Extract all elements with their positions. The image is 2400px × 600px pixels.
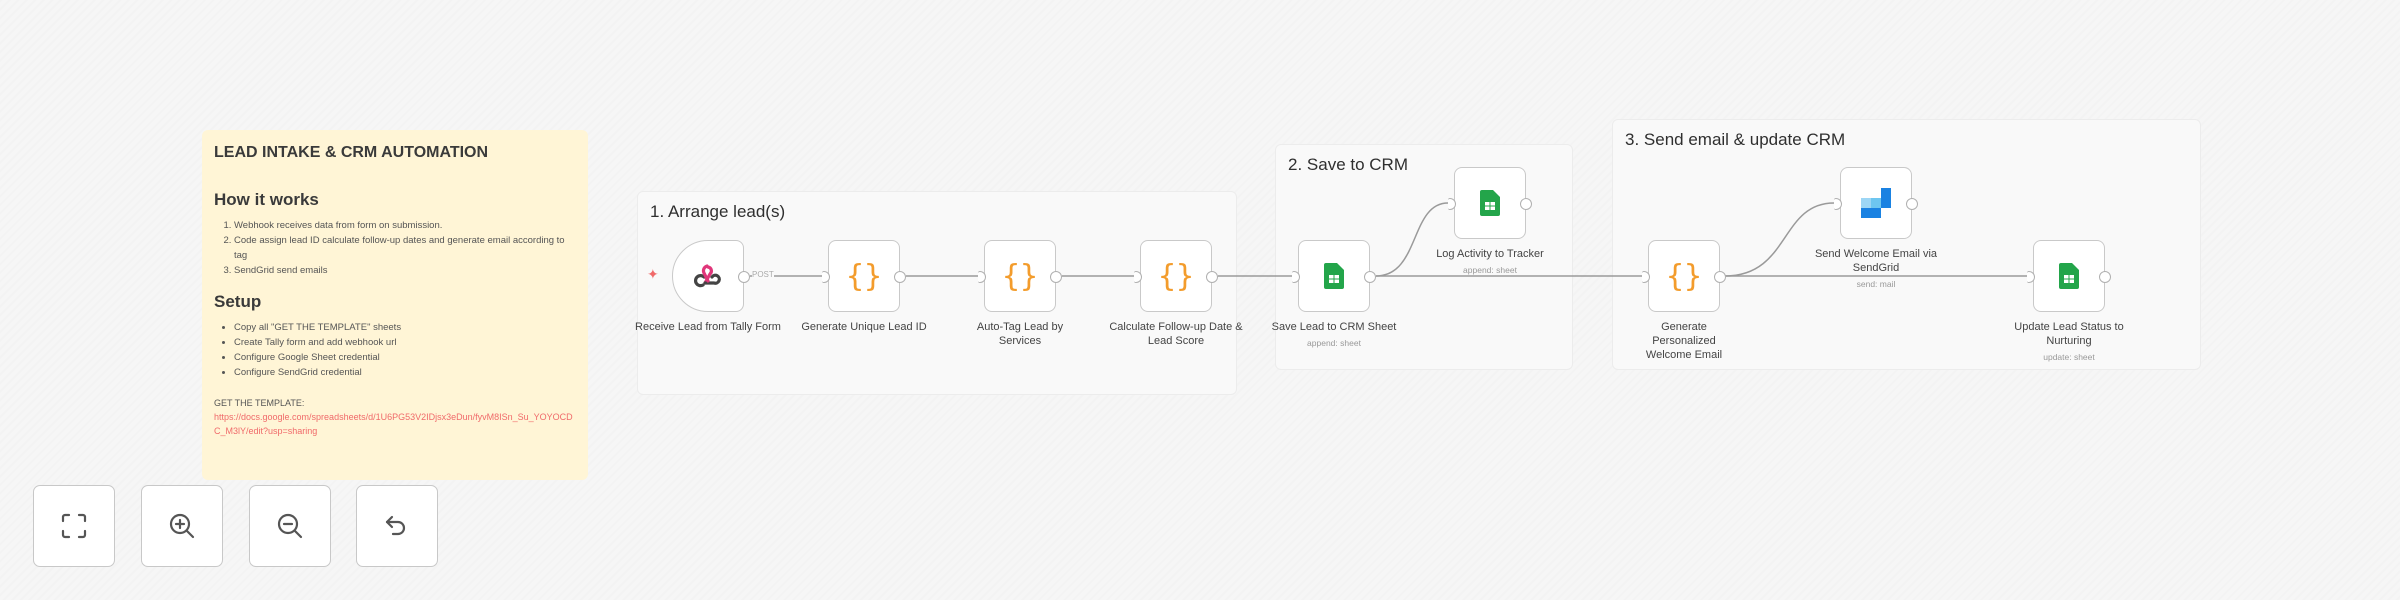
edge — [1724, 202, 1835, 277]
group-title: 1. Arrange lead(s) — [650, 202, 786, 221]
output-port[interactable] — [894, 271, 906, 283]
node-subtitle: send: mail — [1856, 279, 1896, 289]
node-label: Send Welcome Email via SendGrid send: mai… — [1801, 247, 1951, 291]
node-generate-lead-id[interactable]: {} — [822, 240, 906, 312]
output-port[interactable] — [1050, 271, 1062, 283]
node-subtitle: update: sheet — [2043, 352, 2095, 362]
node-calculate-follow-up[interactable]: {} — [1134, 240, 1218, 312]
input-port[interactable] — [822, 271, 830, 283]
node-title: Receive Lead from Tally Form — [635, 321, 781, 333]
output-port[interactable] — [1520, 198, 1532, 210]
node-label: Generate Unique Lead ID — [789, 320, 939, 334]
input-port[interactable] — [978, 271, 986, 283]
node-update-lead-status[interactable] — [2027, 240, 2111, 312]
input-port[interactable] — [1834, 198, 1842, 210]
node-subtitle: append: sheet — [1463, 265, 1517, 275]
reset-zoom-button[interactable] — [356, 485, 438, 567]
node-label: Save Lead to CRM Sheet append: sheet — [1259, 320, 1409, 350]
node-label: Calculate Follow-up Date & Lead Score — [1101, 320, 1251, 348]
zoom-in-icon — [169, 513, 195, 539]
template-label: GET THE TEMPLATE: — [214, 398, 305, 408]
edge-label-post: POST — [752, 270, 774, 279]
zoom-in-button[interactable] — [141, 485, 223, 567]
list-item: Copy all "GET THE TEMPLATE" sheets — [234, 320, 576, 335]
node-generate-welcome-email[interactable]: {} — [1642, 240, 1726, 312]
google-sheets-icon — [2059, 263, 2079, 289]
zoom-out-icon — [277, 513, 303, 539]
code-icon: {} — [1665, 258, 1703, 294]
list-item: Configure SendGrid credential — [234, 365, 576, 380]
fit-view-button[interactable] — [33, 485, 115, 567]
node-title: Send Welcome Email via SendGrid — [1814, 248, 1938, 274]
setup-list: Copy all "GET THE TEMPLATE" sheets Creat… — [214, 320, 576, 380]
node-receive-lead[interactable] — [672, 240, 750, 312]
sticky-title: LEAD INTAKE & CRM AUTOMATION — [214, 144, 489, 161]
how-it-works-heading: How it works — [214, 190, 319, 209]
output-port[interactable] — [1364, 271, 1376, 283]
setup-heading: Setup — [214, 292, 262, 311]
node-title: Generate Unique Lead ID — [801, 321, 927, 333]
zoom-out-button[interactable] — [249, 485, 331, 567]
sendgrid-icon — [1861, 188, 1891, 218]
node-save-lead[interactable] — [1292, 240, 1376, 312]
node-send-welcome-email[interactable] — [1834, 167, 1918, 239]
node-auto-tag[interactable]: {} — [978, 240, 1062, 312]
group-title: 2. Save to CRM — [1288, 155, 1408, 174]
input-port[interactable] — [2027, 271, 2035, 283]
node-label: Update Lead Status to Nurturing update: s… — [1994, 320, 2144, 364]
edge — [1375, 202, 1449, 277]
undo-icon — [385, 515, 406, 536]
google-sheets-icon — [1324, 263, 1344, 289]
node-label: Auto-Tag Lead by Services — [945, 320, 1095, 348]
input-port[interactable] — [1292, 271, 1300, 283]
list-item: Webhook receives data from form on submi… — [234, 218, 576, 233]
node-title: Auto-Tag Lead by Services — [976, 321, 1064, 347]
node-title: Calculate Follow-up Date & Lead Score — [1109, 321, 1243, 347]
output-port[interactable] — [1906, 198, 1918, 210]
output-port[interactable] — [1206, 271, 1218, 283]
sticky-note[interactable]: LEAD INTAKE & CRM AUTOMATION How it work… — [202, 130, 588, 480]
list-item: Code assign lead ID calculate follow-up … — [234, 233, 576, 263]
node-label: Generate Personalized Welcome Email — [1609, 320, 1759, 362]
code-icon: {} — [845, 258, 883, 294]
input-port[interactable] — [1642, 271, 1650, 283]
webhook-icon — [694, 264, 721, 288]
code-icon: {} — [1157, 258, 1195, 294]
fit-view-icon — [61, 513, 87, 539]
node-title: Generate Personalized Welcome Email — [1645, 321, 1723, 361]
output-port[interactable] — [738, 271, 750, 283]
list-item: Create Tally form and add webhook url — [234, 335, 576, 350]
input-port[interactable] — [1448, 198, 1456, 210]
node-title: Update Lead Status to Nurturing — [2014, 321, 2124, 347]
google-sheets-icon — [1480, 190, 1500, 216]
list-item: SendGrid send emails — [234, 263, 576, 278]
list-item: Configure Google Sheet credential — [234, 350, 576, 365]
node-subtitle: append: sheet — [1307, 338, 1361, 348]
node-title: Log Activity to Tracker — [1436, 248, 1544, 260]
node-label: Receive Lead from Tally Form — [633, 320, 783, 334]
template-link[interactable]: https://docs.google.com/spreadsheets/d/1… — [214, 412, 573, 436]
output-port[interactable] — [2099, 271, 2111, 283]
node-label: Log Activity to Tracker append: sheet — [1415, 247, 1565, 277]
group-title: 3. Send email & update CRM — [1625, 130, 1846, 149]
how-it-works-list: Webhook receives data from form on submi… — [214, 218, 576, 278]
code-icon: {} — [1001, 258, 1039, 294]
output-port[interactable] — [1714, 271, 1726, 283]
node-log-activity[interactable] — [1448, 167, 1532, 239]
trigger-icon: ✦ — [647, 266, 659, 282]
input-port[interactable] — [1134, 271, 1142, 283]
node-title: Save Lead to CRM Sheet — [1271, 321, 1397, 333]
